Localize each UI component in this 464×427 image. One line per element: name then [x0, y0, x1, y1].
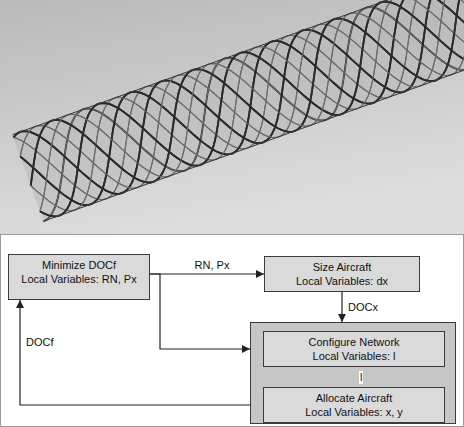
edge-label: DOCx	[347, 301, 379, 314]
box-body: Local Variables: l	[313, 349, 396, 363]
tube-body	[12, 0, 464, 221]
tube-edge	[44, 55, 464, 221]
lattice-strand	[44, 7, 464, 221]
lattice-tube	[12, 0, 464, 221]
connector	[150, 273, 264, 274]
box-heading: Minimize DOCf	[42, 258, 116, 272]
arrow-head	[242, 345, 250, 353]
edge-label: l	[359, 371, 363, 384]
connector	[150, 274, 250, 349]
tube-edge	[12, 0, 464, 135]
box-body: Local Variables: dx	[296, 274, 388, 288]
lattice-strand	[40, 0, 464, 211]
box-body: Local Variables: x, y	[305, 405, 403, 419]
lattice-strand	[44, 7, 464, 221]
lattice-strand	[40, 0, 464, 211]
edge-label: RN, Px	[194, 259, 231, 272]
box-body: Local Variables: RN, Px	[21, 272, 136, 286]
box-heading: Allocate Aircraft	[316, 391, 392, 405]
lattice-strand	[31, 0, 464, 185]
box-heading: Configure Network	[308, 335, 399, 349]
group-box: Configure NetworkLocal Variables: l Alloc…	[250, 322, 456, 424]
process-box: Allocate AircraftLocal Variables: x, y	[263, 387, 445, 423]
objective-box: Minimize DOCfLocal Variables: RN, Px	[8, 254, 150, 300]
edge-label: DOCf	[25, 336, 55, 349]
connector	[20, 300, 250, 405]
arrow-head	[256, 270, 264, 278]
lattice-strand	[13, 0, 464, 199]
lattice-strand	[20, 0, 464, 205]
lattice-strand	[40, 2, 464, 217]
lattice-strand	[13, 0, 464, 199]
box-heading: Size Aircraft	[313, 260, 372, 274]
lattice-strand	[20, 0, 464, 205]
diagram-panel	[1, 235, 464, 427]
arrow-head	[16, 300, 24, 308]
process-box: Size AircraftLocal Variables: dx	[264, 256, 420, 292]
arrow-head	[338, 314, 346, 322]
process-box: Configure NetworkLocal Variables: l	[263, 331, 445, 367]
